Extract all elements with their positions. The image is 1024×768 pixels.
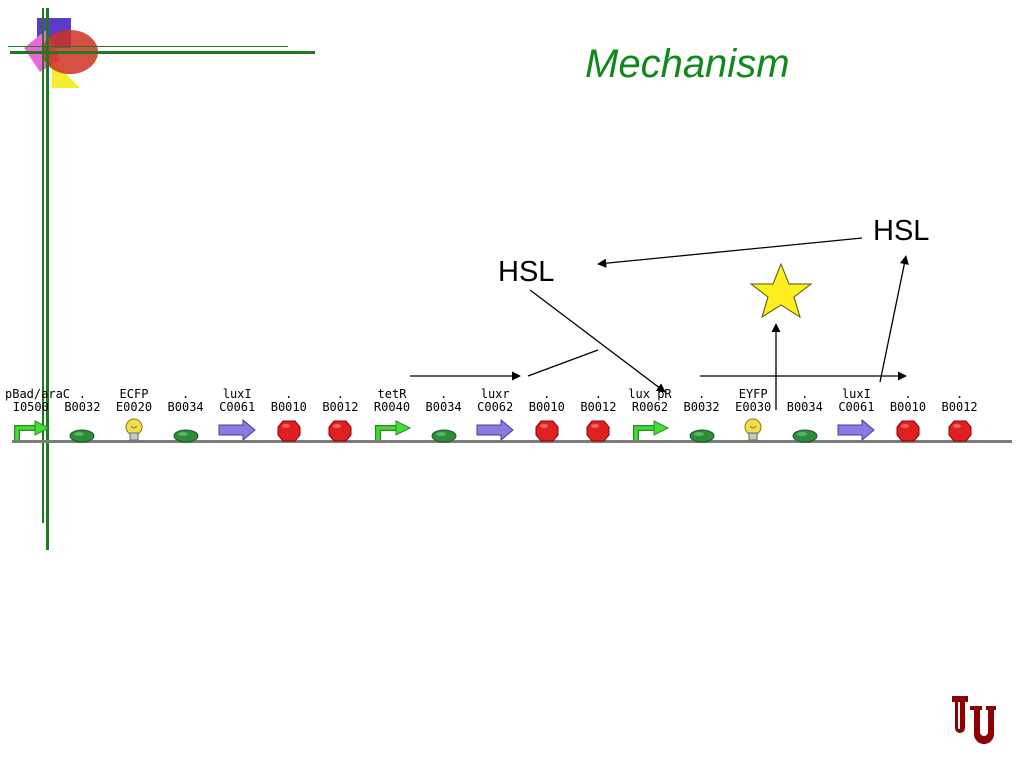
promoter-icon	[624, 418, 676, 442]
star-icon	[749, 262, 813, 319]
ou-logo-icon	[952, 696, 996, 744]
part-name: .	[439, 387, 448, 401]
part-name: EYFP	[738, 387, 768, 401]
part-name: luxI	[841, 387, 871, 401]
part-b0010: .B0010	[882, 388, 934, 442]
part-name: .	[955, 387, 964, 401]
part-name: pBad/araC	[5, 387, 71, 401]
part-id: C0061	[219, 400, 256, 414]
reporter-icon	[108, 418, 160, 442]
part-id: B0012	[322, 400, 359, 414]
reporter-icon	[727, 418, 779, 442]
terminator-icon	[573, 418, 625, 442]
rbs-icon	[160, 418, 212, 443]
part-id: R0062	[631, 400, 669, 414]
part-name: .	[336, 387, 344, 401]
slide-title: Mechanism	[585, 42, 790, 86]
terminator-icon	[315, 418, 367, 442]
arrow-luxi-to-hsl	[879, 255, 909, 383]
part-b0032: .B0032	[57, 387, 109, 443]
part-id: B0010	[528, 400, 565, 414]
coding-arrow-icon	[831, 418, 883, 442]
promoter-icon	[366, 418, 418, 442]
part-id: B0012	[580, 400, 617, 414]
part-name: luxr	[480, 387, 510, 401]
rbs-icon	[418, 418, 470, 443]
part-id: B0032	[64, 400, 101, 414]
coding-arrow-icon	[469, 418, 521, 442]
part-id: E0030	[735, 400, 772, 414]
part-id: R0040	[373, 400, 411, 414]
hsl-label-right: HSL	[873, 215, 930, 247]
terminator-icon	[934, 418, 986, 442]
part-name: .	[801, 387, 809, 401]
coding-arrow-icon	[211, 418, 263, 442]
rbs-icon	[57, 418, 109, 443]
part-name: .	[594, 387, 602, 401]
part-name: .	[181, 387, 190, 401]
rbs-icon	[676, 418, 728, 443]
part-b0012: .B0012	[573, 388, 625, 442]
part-id: E0020	[115, 400, 153, 414]
terminator-icon	[882, 418, 934, 442]
rbs-icon	[779, 418, 831, 443]
part-b0010: .B0010	[263, 388, 315, 442]
part-id: I0500	[12, 400, 49, 414]
arrow-hsl-to-luxpr	[529, 289, 666, 393]
part-b0012: .B0012	[934, 388, 986, 442]
part-b0010: .B0010	[521, 388, 573, 442]
part-b0034: .B0034	[160, 387, 212, 443]
part-name: .	[697, 387, 706, 401]
part-id: B0034	[786, 400, 823, 414]
terminator-icon	[263, 418, 315, 442]
part-id: B0034	[167, 400, 204, 414]
line-luxr-complex	[527, 349, 599, 377]
part-name: .	[78, 387, 86, 401]
terminator-icon	[521, 418, 573, 442]
part-b0012: .B0012	[315, 388, 367, 442]
arrow-hsl-to-hsl	[597, 237, 863, 268]
part-id: C0062	[477, 400, 514, 414]
part-b0034: .B0034	[418, 387, 470, 443]
part-name: .	[543, 387, 551, 401]
part-b0034: .B0034	[779, 387, 831, 443]
part-b0032: .B0032	[676, 387, 728, 443]
part-name: ECFP	[119, 387, 149, 401]
part-id: B0010	[889, 400, 927, 414]
part-id: B0032	[683, 400, 720, 414]
corner-decoration	[8, 8, 315, 550]
part-name: .	[904, 387, 912, 401]
part-id: C0061	[838, 400, 875, 414]
part-name: luxI	[222, 387, 252, 401]
part-id: B0012	[941, 400, 978, 414]
part-id: B0010	[270, 400, 307, 414]
part-id: B0034	[425, 400, 462, 414]
part-name: .	[285, 387, 293, 401]
dna-backbone	[12, 440, 1012, 443]
hsl-label-left: HSL	[498, 256, 555, 288]
promoter-icon	[5, 418, 57, 442]
part-name: tetR	[377, 387, 407, 401]
